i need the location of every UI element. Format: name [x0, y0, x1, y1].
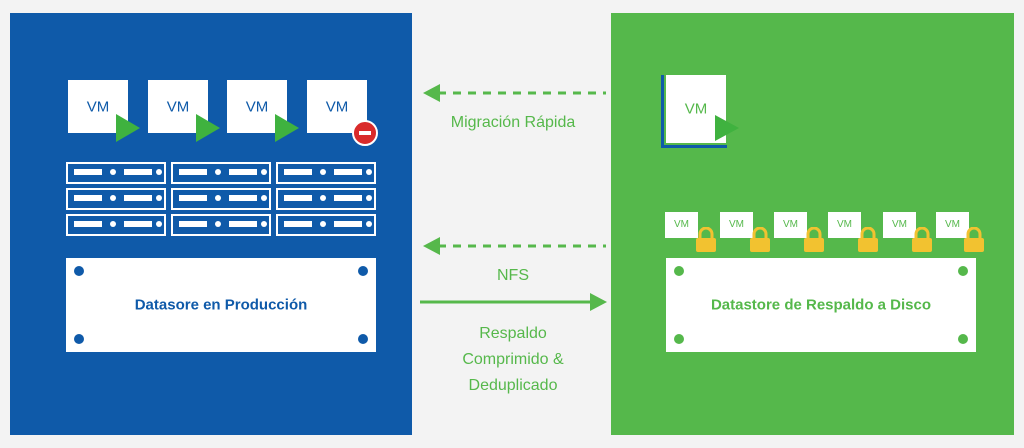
production-vm-1[interactable]: VM: [68, 80, 128, 133]
backup-vm-copy-2[interactable]: VM: [720, 212, 753, 238]
backup-label-line-2: Comprimido &: [462, 351, 564, 368]
vm-label: VM: [837, 219, 852, 230]
play-icon: [196, 114, 220, 142]
backup-datastore[interactable]: Datastore de Respaldo a Disco: [666, 258, 976, 352]
screw-icon: [358, 334, 368, 344]
backup-vm-copy-1[interactable]: VM: [665, 212, 698, 238]
backup-vm-copy-3[interactable]: VM: [774, 212, 807, 238]
screw-icon: [958, 266, 968, 276]
play-icon: [715, 115, 739, 141]
migration-label: Migración Rápida: [450, 114, 576, 131]
lock-icon: [750, 227, 770, 252]
stop-icon: [352, 120, 378, 146]
vm-label: VM: [674, 219, 689, 230]
backup-panel: VM VM VM VM VM VM VM Datastore de Respal…: [611, 13, 1014, 435]
backup-vm-copy-4[interactable]: VM: [828, 212, 861, 238]
production-panel: VM VM VM VM Datasore en Producción: [10, 13, 412, 435]
vm-label: VM: [729, 219, 744, 230]
vm-label: VM: [86, 98, 110, 115]
vm-shadow: [661, 75, 727, 148]
screw-icon: [674, 266, 684, 276]
production-datastore-title: Datasore en Producción: [134, 296, 308, 314]
screw-icon: [74, 334, 84, 344]
vm-label: VM: [245, 98, 269, 115]
screw-icon: [958, 334, 968, 344]
production-vm-2[interactable]: VM: [148, 80, 208, 133]
vm-label: VM: [684, 100, 708, 118]
vm-label: VM: [892, 219, 907, 230]
vm-label: VM: [166, 98, 190, 115]
screw-icon: [358, 266, 368, 276]
production-datastore[interactable]: Datasore en Producción: [66, 258, 376, 352]
backup-arrowhead: [590, 293, 607, 311]
nfs-dashed-arrowhead: [423, 237, 440, 255]
backup-label-line-1: Respaldo: [479, 325, 547, 342]
screw-icon: [674, 334, 684, 344]
lock-icon: [696, 227, 716, 252]
vm-label: VM: [945, 219, 960, 230]
server-rack-icon: [66, 162, 166, 240]
nfs-label: NFS: [497, 267, 529, 284]
server-rack-icon: [171, 162, 271, 240]
lock-icon: [912, 227, 932, 252]
backup-vm-copy-5[interactable]: VM: [883, 212, 916, 238]
lock-icon: [804, 227, 824, 252]
play-icon: [275, 114, 299, 142]
play-icon: [116, 114, 140, 142]
screw-icon: [74, 266, 84, 276]
vm-label: VM: [783, 219, 798, 230]
lock-icon: [858, 227, 878, 252]
server-rack-icon: [276, 162, 376, 240]
lock-icon: [964, 227, 984, 252]
backup-datastore-title: Datastore de Respaldo a Disco: [710, 296, 932, 314]
backup-vm-copy-6[interactable]: VM: [936, 212, 969, 238]
migration-arrowhead: [423, 84, 440, 102]
vm-label: VM: [325, 98, 349, 115]
backup-label-line-3: Deduplicado: [468, 377, 558, 394]
